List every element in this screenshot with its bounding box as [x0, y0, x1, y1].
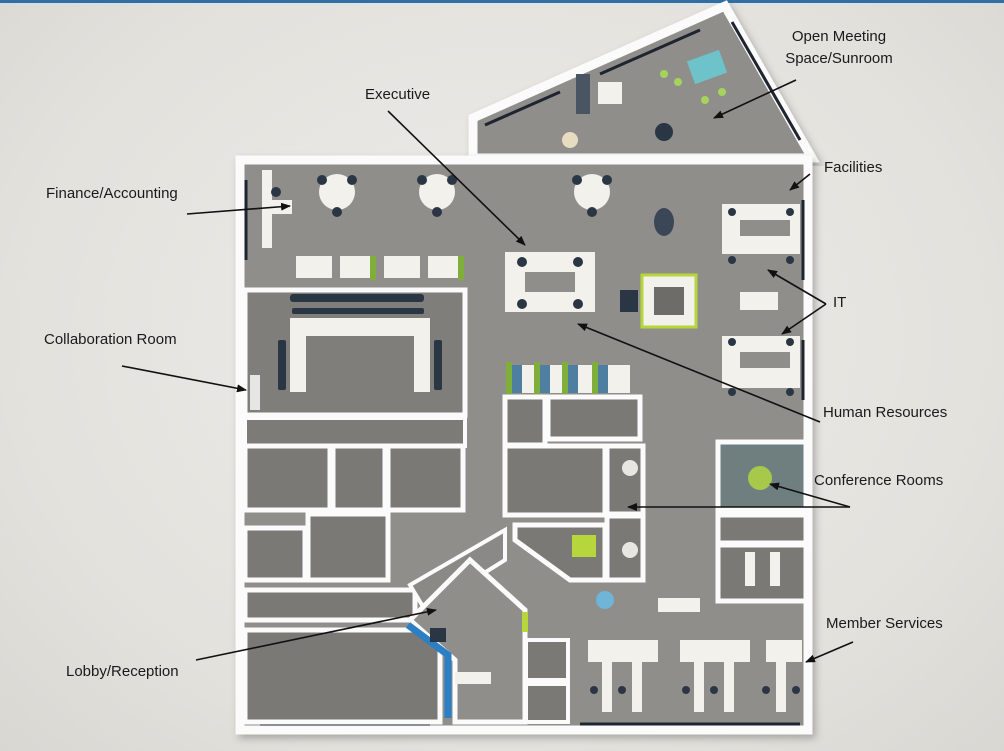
label-human-resources: Human Resources	[823, 404, 948, 421]
leader-lines	[121, 79, 854, 663]
label-executive: Executive	[365, 86, 431, 103]
sunroom-floor	[468, 0, 820, 163]
top-border-line	[0, 0, 1004, 3]
label-open-meeting-line1: Open Meeting	[791, 28, 887, 45]
collaboration-room	[242, 287, 468, 418]
label-finance-accounting: Finance/Accounting	[46, 185, 178, 202]
conference-tables	[572, 460, 638, 558]
executive-desks	[505, 208, 698, 329]
member-services-desks	[588, 640, 802, 712]
hr-benches	[506, 362, 630, 394]
right-conference	[715, 439, 809, 604]
label-conference-rooms: Conference Rooms	[814, 472, 944, 489]
finance-desks	[262, 170, 612, 280]
label-collaboration-room: Collaboration Room	[44, 331, 177, 348]
lounge	[524, 591, 700, 724]
label-member-services: Member Services	[826, 615, 943, 632]
label-it: IT	[833, 294, 847, 311]
label-open-meeting-line2: Space/Sunroom	[785, 50, 893, 67]
label-open-meeting: Open Meeting Space/Sunroom	[780, 26, 898, 70]
lobby	[405, 556, 528, 725]
sunroom-furniture	[562, 49, 728, 148]
label-facilities: Facilities	[824, 159, 883, 176]
label-lobby-reception: Lobby/Reception	[66, 663, 179, 680]
it-facilities-desks	[722, 204, 800, 396]
corridor	[243, 416, 467, 448]
